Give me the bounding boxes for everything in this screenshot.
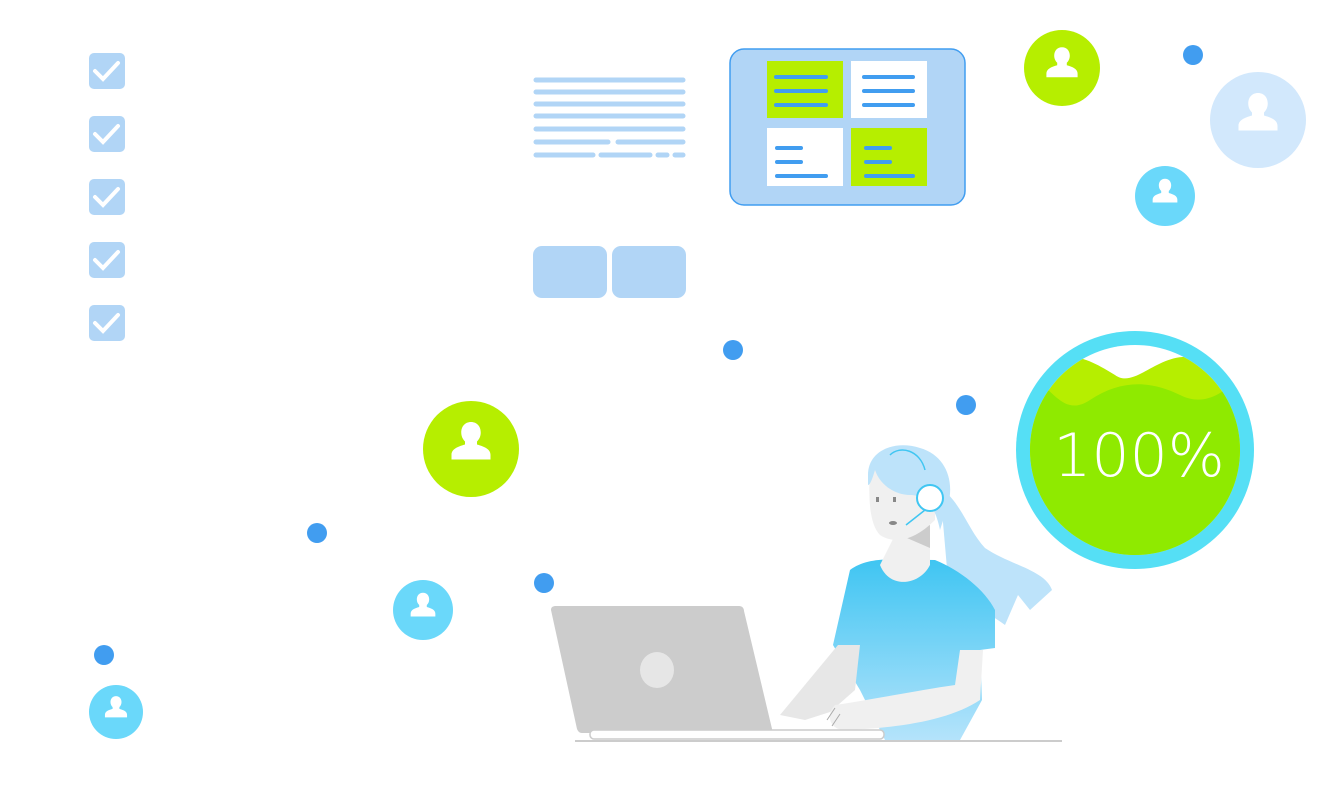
checklist — [89, 53, 125, 341]
support-agent-figure — [780, 445, 1052, 740]
user-avatar-icon — [1210, 72, 1306, 168]
checkbox-checked-icon — [89, 242, 125, 278]
placeholder-button-right — [612, 246, 686, 298]
text-lines-placeholder — [533, 77, 686, 158]
user-avatar-icon — [1135, 166, 1195, 226]
user-avatar-icon — [393, 580, 453, 640]
progress-gauge: 100% — [1016, 331, 1254, 569]
gauge-percent-label: 100% — [1053, 421, 1225, 491]
user-avatar-icon — [1024, 30, 1100, 106]
user-avatar-icon — [423, 401, 519, 497]
checkbox-checked-icon — [89, 305, 125, 341]
placeholder-button-left — [533, 246, 607, 298]
checkbox-checked-icon — [89, 53, 125, 89]
decorative-dots — [94, 45, 1203, 665]
user-avatar-icon — [89, 685, 143, 739]
checkbox-checked-icon — [89, 116, 125, 152]
dashboard-card — [729, 48, 966, 206]
headset-icon — [916, 484, 944, 512]
checkbox-checked-icon — [89, 179, 125, 215]
laptop-logo — [640, 652, 674, 688]
laptop — [551, 606, 885, 740]
